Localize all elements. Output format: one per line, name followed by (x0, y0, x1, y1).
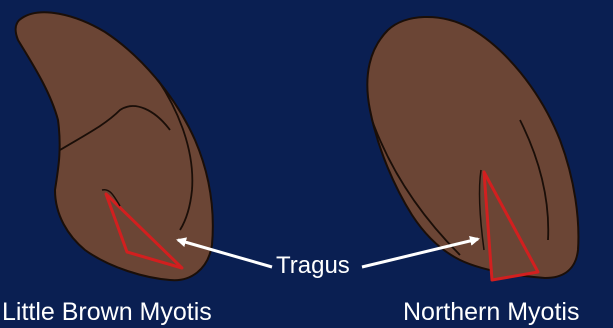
tragus-label: Tragus (276, 254, 350, 278)
little-brown-myotis-label: Little Brown Myotis (2, 300, 212, 325)
northern-myotis-label: Northern Myotis (403, 300, 579, 325)
